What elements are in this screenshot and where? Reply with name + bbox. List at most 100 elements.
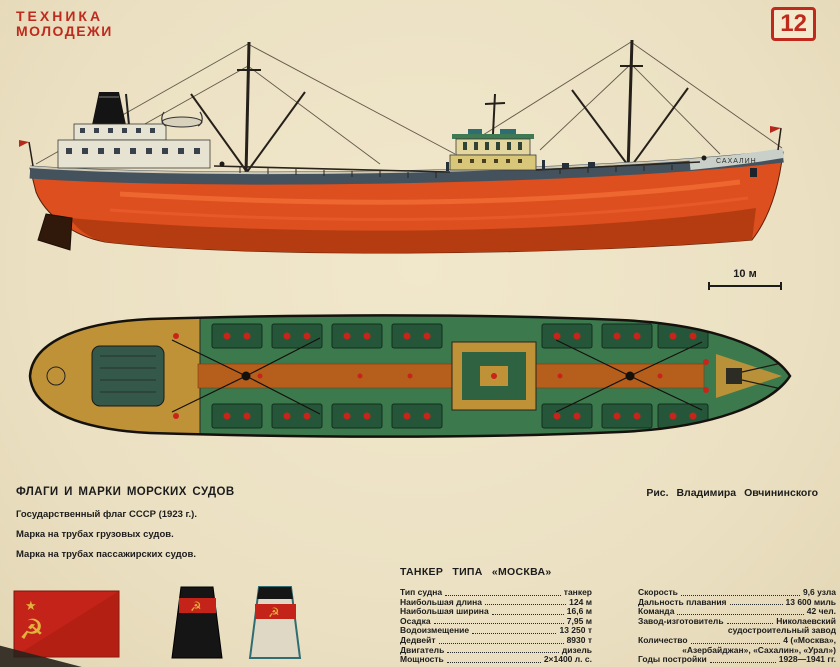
scale-bar: 10 м — [708, 268, 782, 290]
deck-pipe-1 — [542, 160, 545, 170]
bridge-lower-house — [449, 154, 537, 171]
deck-pipe-2 — [446, 162, 449, 171]
plan-hull-outline — [28, 314, 792, 438]
spec-label: Дальность плавания — [638, 596, 727, 607]
flags-section-title: ФЛАГИ И МАРКИ МОРСКИХ СУДОВ — [16, 486, 235, 498]
spec-row-quantity: Количество 4 («Москва», — [638, 634, 836, 646]
bridge-mast — [484, 93, 506, 135]
hull-highlight-2 — [109, 196, 749, 222]
dotted-leader — [438, 642, 564, 644]
spec-value: дизель — [561, 644, 592, 655]
deck-fittings — [219, 155, 707, 171]
center-walkway — [197, 363, 705, 389]
dotted-leader — [484, 604, 567, 606]
scale-label: 10 м — [733, 268, 757, 280]
spec-value: 8930 т — [566, 634, 592, 645]
dotted-leader — [491, 613, 564, 615]
midship-deckhouse-plan — [451, 341, 537, 411]
lifeboat — [161, 116, 203, 128]
ventilator-aft — [219, 161, 225, 167]
aft-superstructure — [19, 92, 211, 169]
flags-section: ФЛАГИ И МАРКИ МОРСКИХ СУДОВ Государствен… — [16, 486, 346, 569]
davits — [161, 111, 203, 127]
ship-side-view: САХАЛИН — [19, 39, 784, 254]
midship-bridge — [449, 93, 537, 171]
spec-label: Завод-изготовитель — [638, 615, 724, 626]
dotted-leader — [472, 632, 557, 634]
flags-item-passenger-mark: Марка на трубах пассажирских судов. — [16, 549, 196, 560]
dotted-leader — [433, 623, 564, 625]
fore-mast-plan — [171, 337, 321, 415]
spec-label: Осадка — [400, 615, 431, 626]
bridge-boat-2 — [500, 129, 516, 134]
spec-label: Тип судна — [400, 587, 443, 597]
ship-name-on-hull: САХАЛИН — [716, 158, 757, 165]
bow-flag — [770, 126, 781, 133]
anchor — [750, 168, 757, 177]
bulwark-top-line — [29, 150, 784, 175]
flags-item-cargo-mark: Марка на трубах грузовых судов. — [16, 529, 174, 540]
flags-item-ussr-flag: Государственный флаг СССР (1923 г.). — [16, 509, 197, 520]
dotted-leader — [445, 594, 561, 596]
dotted-leader — [446, 661, 541, 663]
deckhouse-windows — [66, 148, 200, 154]
spec-value: 7,95 м — [566, 615, 592, 626]
spec-label: Мощность — [400, 654, 444, 665]
spec-row-deadweight: Дедвейт 8930 т — [400, 634, 592, 646]
rudder — [37, 213, 73, 251]
deck-box-2 — [588, 162, 595, 167]
dotted-leader — [447, 652, 559, 654]
magazine-logo: ТЕХНИКА МОЛОДЕЖИ — [16, 9, 113, 38]
bow-details — [750, 126, 782, 177]
dotted-leader — [690, 642, 781, 644]
dotted-leader — [677, 613, 804, 615]
spec-label: Дедвейт — [400, 634, 436, 645]
bridge-boat-1 — [468, 129, 482, 134]
passenger-funnel-hammer-sickle-icon: ☭ — [268, 605, 280, 620]
dotted-leader — [726, 623, 774, 625]
stern-machinery — [42, 333, 179, 419]
spec-row-draft: Осадка 7,95 м — [400, 615, 592, 627]
stern-flagstaff — [28, 141, 34, 167]
spec-label: Команда — [638, 606, 675, 617]
fore-mast — [190, 41, 306, 175]
spec-value: 4 («Москва», — [783, 634, 836, 645]
main-mast — [571, 39, 689, 173]
dotted-leader — [680, 594, 800, 596]
funnel — [92, 92, 126, 125]
magazine-logo-line1: ТЕХНИКА — [16, 8, 104, 24]
main-mast-plan — [555, 339, 703, 413]
spec-label: Водоизмещение — [400, 625, 470, 636]
forecastle-band — [689, 148, 784, 170]
bridge-roof — [452, 134, 534, 139]
cargo-funnel-mark: ☭ — [171, 586, 223, 659]
steam-pipe — [125, 93, 130, 126]
cargo-funnel-hammer-sickle-icon: ☭ — [190, 599, 202, 614]
hull: САХАЛИН — [29, 148, 784, 254]
hull-highlight — [119, 179, 741, 205]
artist-credit: Рис. Владимира Овчининского — [646, 487, 818, 499]
ventilator-fore — [701, 155, 707, 161]
issue-number-badge: 12 — [771, 7, 816, 42]
magazine-logo-line2: МОЛОДЕЖИ — [16, 22, 113, 39]
bridge-window-slits — [463, 142, 522, 150]
bow-gear — [703, 354, 787, 398]
catwalk — [213, 161, 701, 178]
spec-label: Наибольшая длина — [400, 596, 482, 607]
specs-title: ТАНКЕР ТИПА «МОСКВА» — [400, 566, 552, 578]
spec-label: Количество — [638, 634, 688, 645]
jack-staff — [777, 127, 782, 151]
ship-deck-plan — [28, 314, 792, 438]
hull-lower-shade — [70, 208, 756, 254]
